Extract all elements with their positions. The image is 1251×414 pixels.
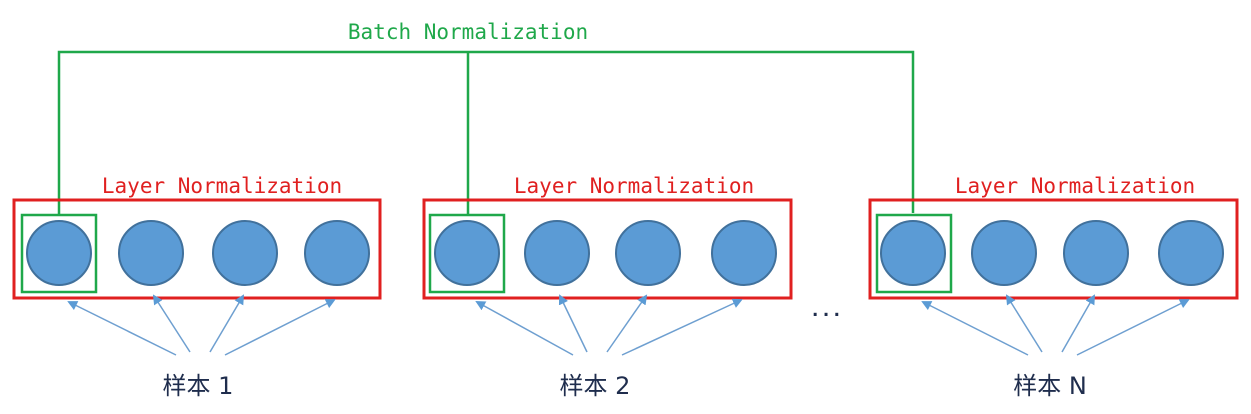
input-arrow: [558, 294, 588, 353]
input-arrow: [621, 298, 743, 356]
input-arrow: [1061, 294, 1095, 353]
sample-block-3: Layer Normalization 样本 N: [868, 174, 1239, 400]
sample-block-2: Layer Normalization 样本 2: [422, 174, 793, 400]
sample-label: 样本 1: [163, 372, 234, 400]
neuron: [1158, 220, 1224, 286]
input-arrow: [152, 294, 191, 353]
batch-normalization-connector: Batch Normalization: [57, 20, 915, 215]
neuron: [524, 220, 590, 286]
batch-norm-box: [20, 213, 98, 294]
layer-norm-label: Layer Normalization: [514, 174, 754, 198]
batch-norm-box: [875, 213, 953, 294]
layer-norm-label: Layer Normalization: [955, 174, 1195, 198]
input-arrow: [475, 301, 574, 356]
sample-label: 样本 N: [1013, 372, 1087, 400]
batch-norm-box: [428, 213, 506, 294]
batch-norm-label: Batch Normalization: [348, 20, 588, 44]
neuron: [26, 220, 92, 286]
ellipsis: ...: [810, 300, 843, 321]
sample-label: 样本 2: [560, 372, 631, 400]
neuron: [304, 220, 370, 286]
input-arrow: [67, 301, 177, 356]
neuron: [971, 220, 1037, 286]
batch-norm-line: [57, 50, 915, 215]
input-arrow: [1005, 294, 1043, 353]
sample-block-1: Layer Normalization 样本 1: [12, 174, 382, 400]
layer-norm-box: [868, 198, 1239, 300]
layer-norm-box: [422, 198, 793, 300]
input-arrow: [1076, 299, 1190, 356]
input-arrow: [606, 294, 648, 353]
neuron: [880, 220, 946, 286]
input-arrow: [224, 299, 336, 356]
layer-norm-box: [12, 198, 382, 300]
neuron: [711, 220, 777, 286]
input-arrow: [209, 294, 245, 353]
neuron: [615, 220, 681, 286]
neuron: [1063, 220, 1129, 286]
neuron: [212, 220, 278, 286]
layer-norm-label: Layer Normalization: [102, 174, 342, 198]
neuron: [118, 220, 184, 286]
neuron: [434, 220, 500, 286]
input-arrow: [921, 301, 1029, 356]
